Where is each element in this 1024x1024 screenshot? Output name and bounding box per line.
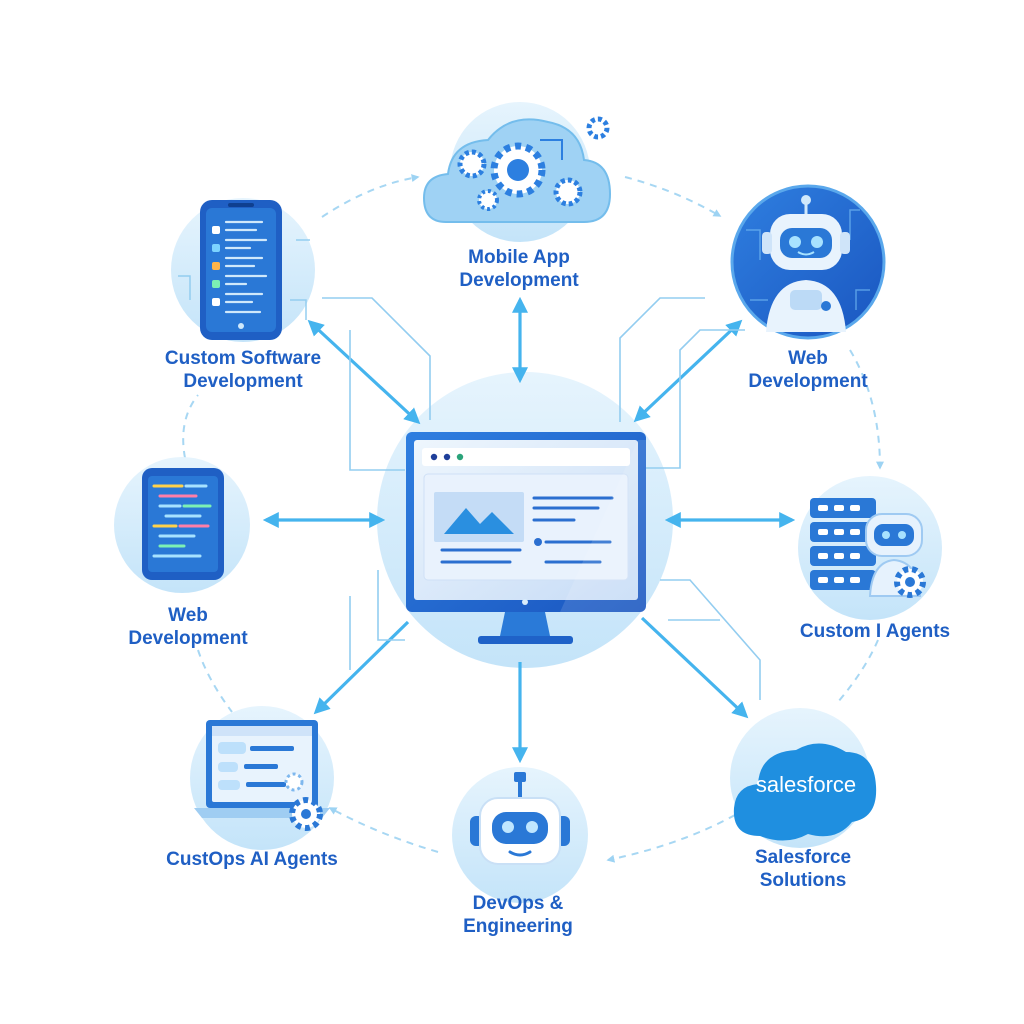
- label-line: Solutions: [759, 870, 847, 891]
- ring-arrow-1: [321, 174, 420, 218]
- label-custom-software-development: Custom Software Development: [165, 347, 321, 393]
- spoke-bottom-left: [313, 620, 410, 715]
- robot-head-icon: [470, 772, 570, 865]
- cloud-gears-icon: [422, 116, 612, 223]
- label-custops-ai-agents: CustOps AI Agents: [166, 848, 338, 871]
- node-custom-ai-agents: [798, 476, 942, 620]
- ring-arrow-4: [837, 639, 879, 703]
- salesforce-cloud-icon: salesforce: [733, 743, 877, 841]
- node-custops-ai-agents: [190, 706, 334, 850]
- label-salesforce-solutions: Salesforce Solutions: [755, 846, 851, 892]
- mountain-icon: [444, 508, 514, 534]
- label-line: Custom Software: [164, 348, 322, 369]
- label-web-development-right: Web Development: [748, 347, 867, 393]
- outer-ring-connectors: [182, 174, 884, 863]
- label-line: Web: [168, 605, 208, 626]
- monitor-hub: [406, 432, 646, 644]
- label-line: Mobile App: [468, 247, 570, 268]
- label-line: CustOps AI Agents: [166, 849, 338, 870]
- smartphone-icon: [178, 200, 310, 340]
- salesforce-logo-text: salesforce: [756, 772, 856, 797]
- node-salesforce-solutions: salesforce: [730, 708, 877, 848]
- label-line: Custom I Agents: [799, 621, 951, 642]
- ring-arrow-8: [182, 394, 199, 459]
- node-web-development-right: [730, 184, 886, 340]
- robot-icon: [746, 195, 870, 332]
- node-devops-engineering: [452, 767, 588, 903]
- label-line: Development: [459, 270, 579, 291]
- spoke-top-left: [307, 319, 421, 425]
- label-line: Engineering: [463, 916, 573, 937]
- node-mobile-app-development: [422, 102, 612, 242]
- label-web-development-left: Web Development: [128, 604, 247, 650]
- spoke-arrows: [262, 296, 796, 764]
- spoke-bottom-right: [640, 616, 749, 719]
- ring-arrow-7: [197, 649, 233, 713]
- node-web-development-left: [114, 457, 250, 593]
- spoke-top-right: [633, 319, 743, 423]
- laptop-chat-icon: [194, 720, 330, 831]
- label-custom-ai-agents: Custom I Agents: [800, 620, 950, 643]
- browser-bar: [422, 448, 630, 466]
- label-devops-engineering: DevOps & Engineering: [463, 892, 573, 938]
- server-robot-icon: [810, 498, 926, 598]
- label-line: Salesforce: [754, 847, 852, 868]
- label-mobile-app-development: Mobile App Development: [459, 246, 578, 292]
- label-line: Web: [788, 348, 828, 369]
- tablet-code-icon: [142, 468, 224, 580]
- ring-arrow-3: [849, 349, 884, 470]
- label-line: Development: [748, 371, 868, 392]
- label-line: Development: [128, 628, 248, 649]
- ring-arrow-5: [606, 814, 736, 863]
- circuit-traces: [322, 297, 761, 700]
- label-line: Development: [183, 371, 303, 392]
- ring-arrow-6: [328, 807, 439, 853]
- label-line: DevOps &: [472, 893, 564, 914]
- node-custom-software-development: [171, 198, 315, 342]
- ring-arrow-2: [624, 176, 722, 217]
- image-placeholder: [434, 492, 524, 542]
